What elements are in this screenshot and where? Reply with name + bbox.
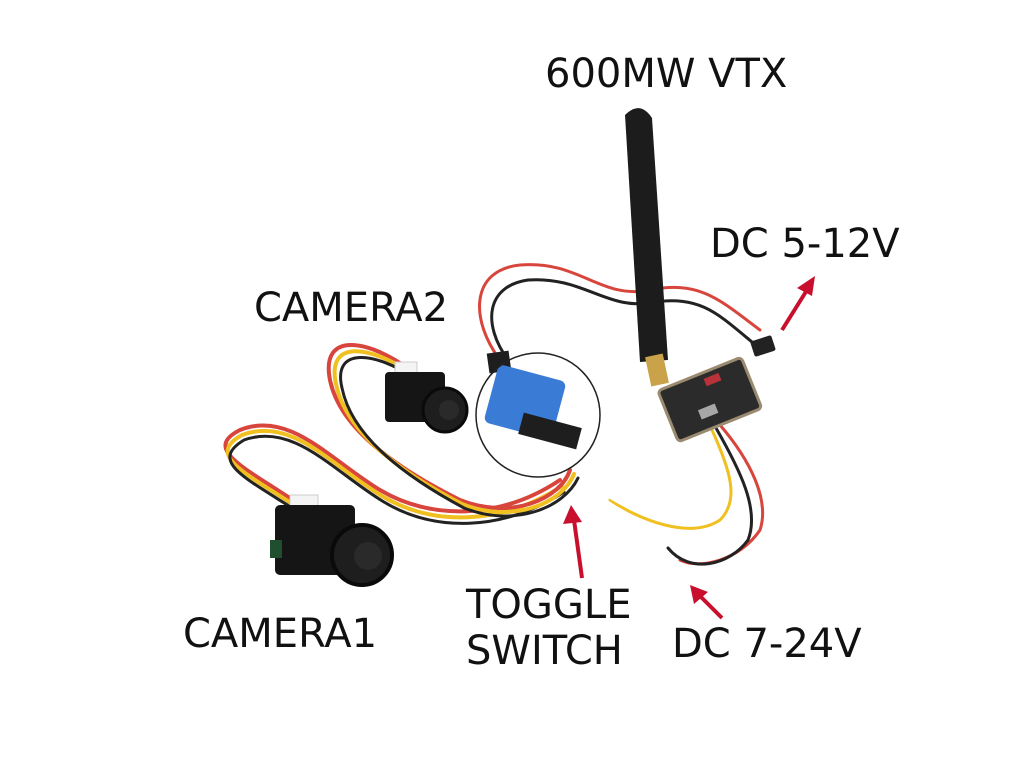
label-600mw-vtx: 600MW VTX xyxy=(545,51,788,97)
arrow-dc-7-24v xyxy=(690,585,724,620)
arrow-dc-5-12v xyxy=(780,276,815,332)
arrows xyxy=(563,276,815,620)
camera-2 xyxy=(385,361,469,434)
antenna xyxy=(625,108,669,387)
camera-1 xyxy=(270,494,394,587)
label-camera1: CAMERA1 xyxy=(183,611,378,657)
label-toggle-switch: TOGGLE SWITCH xyxy=(466,582,631,674)
highlight-circle xyxy=(475,352,601,478)
label-dc-7-24v: DC 7-24V xyxy=(672,621,862,667)
label-toggle-line2: SWITCH xyxy=(466,628,623,674)
label-camera2: CAMERA2 xyxy=(254,285,449,331)
wires xyxy=(223,263,765,566)
label-toggle-line1: TOGGLE xyxy=(466,582,632,628)
power-connector-5-12v xyxy=(750,335,776,357)
label-dc-5-12v: DC 5-12V xyxy=(710,221,900,267)
video-transmitter xyxy=(657,356,763,443)
toggle-switch-board xyxy=(475,350,601,478)
arrow-toggle-switch xyxy=(563,505,584,579)
